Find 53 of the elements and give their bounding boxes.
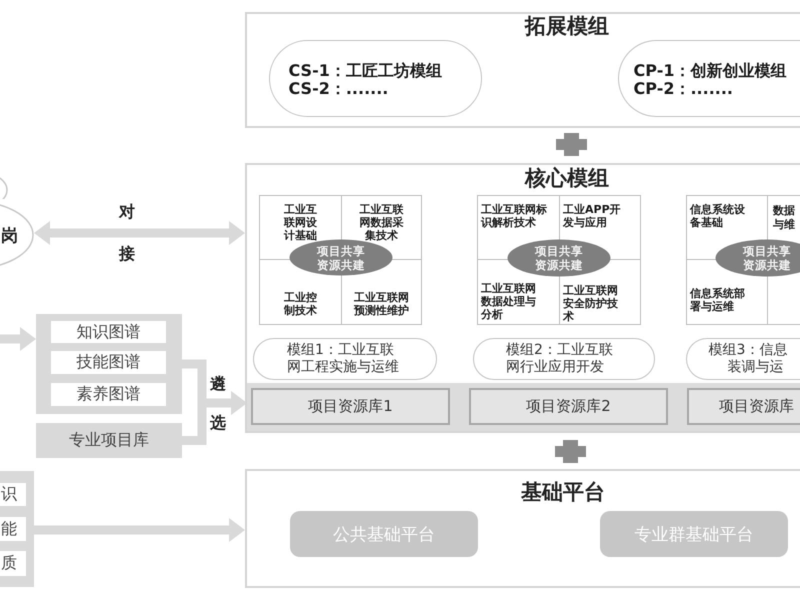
panel-title: 拓展模组: [525, 14, 609, 38]
module-item: CS-1：工匠工坊模组: [288, 62, 442, 80]
center-ellipse: 项目共享资源共建: [507, 239, 611, 277]
module-pill: [686, 338, 800, 380]
module-panel: [245, 163, 800, 433]
module-panel: [245, 12, 800, 128]
group-panel: [36, 314, 182, 414]
list-cell: 质: [0, 551, 26, 576]
module-pill: 模组2：工业互联网行业应用开发: [473, 338, 655, 380]
topic-grid: [686, 195, 800, 325]
edge-label: 遴选: [209, 373, 227, 434]
module-item: CP-1：创新创业模组: [634, 62, 786, 80]
topic-text: 信息系统部署与运维: [690, 287, 746, 313]
edge-label: 对接: [118, 201, 136, 265]
module-pill: [618, 40, 800, 117]
topic-text: 数据: [773, 204, 795, 217]
group-panel: [0, 471, 34, 587]
module-item: CS-2：.......: [288, 80, 388, 98]
topic-text: 工业控制技术: [282, 291, 318, 317]
arrow: [0, 327, 36, 351]
double-arrow: [34, 221, 245, 245]
topic-text: 工业APP开发与应用: [563, 203, 622, 229]
arrow: [34, 518, 245, 542]
topic-text: 工业互联网设计基础: [282, 203, 318, 242]
list-cell: 能: [0, 517, 26, 541]
panel-title: 基础平台: [521, 480, 605, 504]
module-label: 装调与运: [728, 358, 784, 376]
topic-text: 工业互联网预测性维护: [353, 291, 410, 317]
list-cell: 知识图谱: [51, 321, 166, 343]
list-cell: 素养图谱: [51, 383, 166, 406]
module-item: CP-2：.......: [634, 80, 734, 98]
panel-title: 核心模组: [525, 166, 609, 190]
resource-band: [247, 383, 800, 431]
list-cell: 识: [0, 483, 26, 506]
library-box: 项目资源库: [687, 388, 800, 425]
module-panel: [245, 469, 800, 588]
bracket-arrow: [182, 391, 247, 445]
platform-box: 公共基础平台: [290, 511, 478, 557]
topic-text: 工业互联网安全防护技术: [563, 284, 619, 323]
topic-grid: [477, 195, 641, 325]
topic-text: 工业互联网数据采集技术: [358, 203, 404, 242]
library-box: 项目资源库2: [469, 388, 668, 425]
topic-text: 信息系统设备基础: [690, 203, 746, 229]
library-box: 专业项目库: [36, 423, 182, 458]
topic-text: 工业互联网数据处理与分析: [481, 282, 537, 321]
module-pill: 模组1：工业互联网工程实施与运维: [253, 338, 437, 380]
library-box: 项目资源库1: [251, 388, 450, 425]
list-cell: 技能图谱: [51, 351, 166, 374]
topic-text: 与维: [773, 218, 795, 231]
topic-text: 工业互联网标识解析技术: [481, 203, 548, 229]
topic-grid: [259, 195, 422, 325]
module-label: 模组3：信息: [708, 342, 788, 358]
platform-box: 专业群基础平台: [600, 511, 788, 557]
